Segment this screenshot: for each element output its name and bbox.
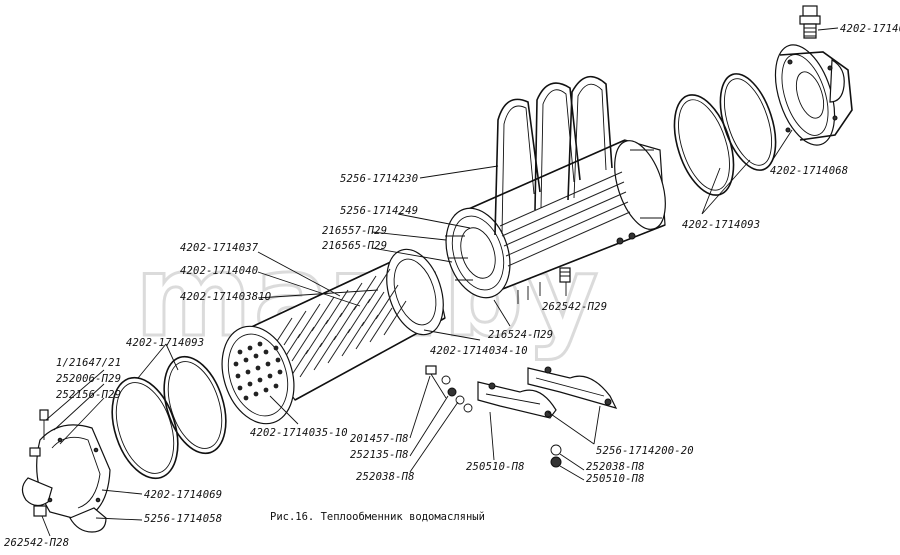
label-1-21647-21: 1/21647/21 (56, 357, 121, 369)
label-4202-1714093-left: 4202-1714093 (126, 337, 204, 349)
label-262542-p28-bottom: 262542-П28 (4, 537, 69, 549)
label-252006-p29: 252006-П29 (56, 373, 121, 385)
u-tubes (494, 75, 613, 236)
label-252135-p8: 252135-П8 (350, 449, 409, 461)
label-252156-p29: 252156-П29 (56, 389, 121, 401)
label-4202-1714093-right: 4202-1714093 (682, 219, 760, 231)
label-4202-1714035-10: 4202-1714035-10 (250, 427, 348, 439)
brackets (477, 366, 618, 419)
label-252038-p8-right: 252038-П8 (586, 461, 645, 473)
label-5256-1714058: 5256-1714058 (144, 513, 222, 525)
tube-plate (221, 325, 295, 425)
drain-plug-left (29, 409, 49, 457)
plug-bottom-left (33, 505, 47, 517)
label-216557-p29: 216557-П29 (322, 225, 387, 237)
label-5256-1714200-20: 5256-1714200-20 (596, 445, 694, 457)
label-216524-p29: 216524-П29 (488, 329, 553, 341)
heat-exchanger-housing (445, 139, 666, 304)
figure-caption: Рис.16. Теплообменник водомасляный (270, 511, 485, 523)
seal-rings-right (673, 73, 777, 196)
label-252038-p8-left: 252038-П8 (356, 471, 415, 483)
label-4202-1714038: 4202-17140381О (180, 291, 271, 303)
label-5256-1714230: 5256-1714230 (340, 173, 418, 185)
label-5256-1714249: 5256-1714249 (340, 205, 418, 217)
label-4202-1714034-10: 4202-1714034-10 (430, 345, 528, 357)
leader-lines (41, 129, 793, 537)
left-cover (21, 424, 111, 533)
seal-rings-left (111, 355, 227, 480)
label-4202-1714037: 4202-1714037 (180, 242, 259, 254)
part-labels: 4202-1714099 4202-1714068 5256-1714230 5… (4, 23, 900, 549)
flange-cover-right (774, 44, 853, 146)
label-4202-1714069: 4202-1714069 (144, 489, 222, 501)
label-250510-p8-left: 250510-П8 (466, 461, 525, 473)
plug-mid (559, 267, 571, 283)
bolt-set (425, 365, 473, 413)
label-4202-1714099: 4202-1714099 (840, 23, 900, 35)
label-4202-1714040: 4202-1714040 (180, 265, 258, 277)
label-216565-p29: 216565-П29 (322, 240, 387, 252)
label-250510-p8-right: 250510-П8 (586, 473, 645, 485)
label-262542-p29-mid: 262542-П29 (542, 301, 607, 313)
cooler-core (244, 248, 446, 401)
label-201457-p8: 201457-П8 (350, 433, 409, 445)
nut-washer-right (550, 444, 562, 468)
drain-plug-top (799, 5, 821, 39)
label-4202-1714068: 4202-1714068 (770, 165, 848, 177)
